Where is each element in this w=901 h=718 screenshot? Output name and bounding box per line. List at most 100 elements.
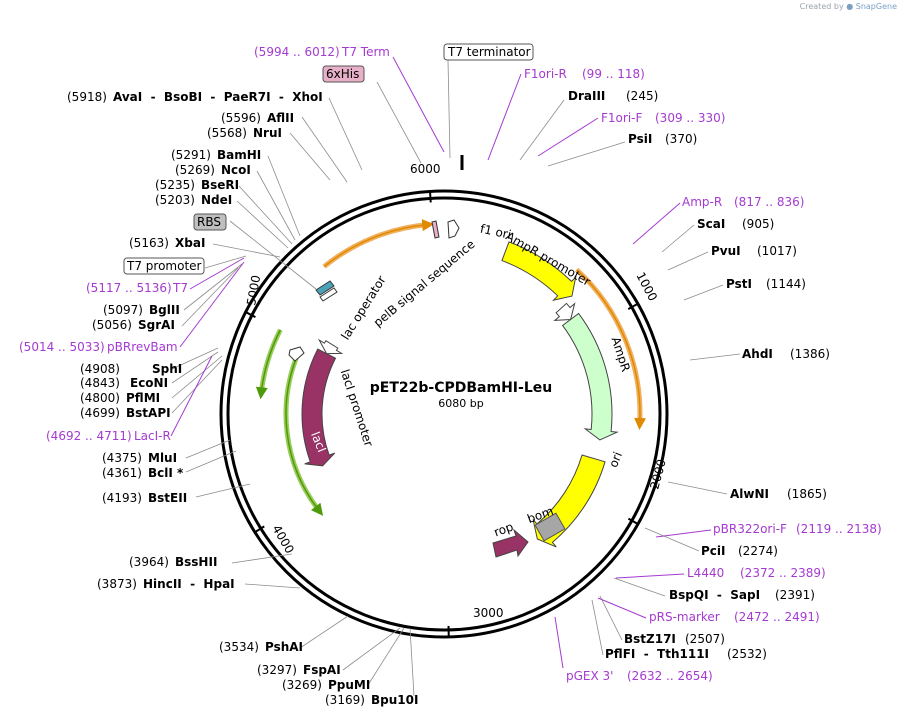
site-pflmi[interactable]: (4800) PflMI xyxy=(80,391,160,405)
site-name: FspAI xyxy=(303,663,341,677)
primer-leader xyxy=(487,73,522,161)
tick-mark xyxy=(627,517,639,525)
primer-t7[interactable]: (5117 .. 5136) T7 xyxy=(86,281,188,295)
site-psti[interactable]: PstI (1144) xyxy=(726,277,806,291)
site-bstapi[interactable]: (4699) BstAPI xyxy=(80,406,171,420)
site-ncoi[interactable]: (5269) NcoI xyxy=(175,163,251,177)
primer-leader xyxy=(554,616,564,669)
primer-l4440[interactable]: L4440 (2372 .. 2389) xyxy=(687,566,826,580)
site-pos: (4800) xyxy=(80,391,120,405)
primer-range: (5994 .. 6012) xyxy=(254,45,340,59)
site-bspqi-sapi[interactable]: BspQI - SapI (2391) xyxy=(669,588,815,602)
site-name: PpuMI xyxy=(328,678,370,692)
site-pshai[interactable]: (3534) PshAI xyxy=(219,640,303,654)
laci-promoter-arrowhead[interactable] xyxy=(288,346,305,362)
primer-amp-r[interactable]: Amp-R (817 .. 836) xyxy=(682,195,804,209)
site-fspai[interactable]: (3297) FspAI xyxy=(257,663,341,677)
site-bsteii[interactable]: (4193) BstEII xyxy=(102,491,187,505)
primer-f1ori-r[interactable]: F1ori-R (99 .. 118) xyxy=(524,67,645,81)
site-name: PciI xyxy=(701,544,726,558)
site-xhoi-group[interactable]: (5918) AvaI - BsoBI - PaeR7I - XhoI xyxy=(67,90,323,104)
site-mlui[interactable]: (4375) MluI xyxy=(102,451,177,465)
site-bglii[interactable]: (5097) BglII xyxy=(103,303,180,317)
site-pos: (4361) xyxy=(102,466,142,480)
site-leader xyxy=(301,116,348,183)
tick-mark xyxy=(245,311,256,318)
laci-feature[interactable] xyxy=(301,348,337,467)
feature-6xhis-label[interactable]: 6xHis xyxy=(322,65,365,83)
site-pos: (3169) xyxy=(325,693,365,707)
primer-prs-marker[interactable]: pRS-marker (2472 .. 2491) xyxy=(649,610,820,624)
site-ahdi[interactable]: AhdI (1386) xyxy=(742,347,830,361)
site-sgrai[interactable]: (5056) SgrAI xyxy=(92,318,175,332)
site-sphi[interactable]: (4908) SphI xyxy=(80,362,182,376)
ampr-promoter-feature[interactable] xyxy=(553,302,576,322)
site-pos: (905) xyxy=(742,217,774,231)
feature-t7-terminator-label[interactable]: T7 terminator xyxy=(443,43,534,61)
orf-arc-top-line xyxy=(323,219,435,268)
ampr-feature[interactable] xyxy=(561,312,619,441)
site-xbai[interactable]: (5163) XbaI xyxy=(129,236,205,250)
site-aflii[interactable]: (5596) AflII xyxy=(221,111,294,125)
rbs-feature[interactable] xyxy=(319,287,338,302)
primer-laci-r[interactable]: (4692 .. 4711) LacI-R xyxy=(46,429,171,443)
site-pos: (4193) xyxy=(102,491,142,505)
site-nrui[interactable]: (5568) NruI xyxy=(207,126,282,140)
site-draiii[interactable]: DraIII (245) xyxy=(568,89,658,103)
plasmid-length: 6080 bp xyxy=(438,397,483,410)
primer-pbrrevbam[interactable]: (5014 .. 5033) pBRrevBam xyxy=(19,340,178,354)
site-pos: (2391) xyxy=(775,588,815,602)
site-leader xyxy=(212,243,281,258)
site-bseri[interactable]: (5235) BseRI xyxy=(155,178,239,192)
site-pvui[interactable]: PvuI (1017) xyxy=(711,244,797,258)
site-leader xyxy=(519,99,565,161)
site-hincii-hpai[interactable]: (3873) HincII - HpaI xyxy=(97,577,235,591)
site-scai[interactable]: ScaI (905) xyxy=(697,217,774,231)
site-econi[interactable]: (4843) EcoNI xyxy=(80,376,168,390)
site-name: BssHII xyxy=(175,555,217,569)
site-name: BstZ17I xyxy=(624,632,676,646)
direction-arcs xyxy=(255,219,647,516)
site-pos: (4908) xyxy=(80,362,120,376)
laci-promoter-feature[interactable] xyxy=(317,338,344,355)
bom-feature[interactable] xyxy=(534,512,566,542)
site-pflfi-tth111i[interactable]: PflFI - Tth111I (2532) xyxy=(605,647,767,661)
site-psii[interactable]: PsiI (370) xyxy=(628,132,697,146)
site-name: BspQI - SapI xyxy=(669,588,760,602)
site-name: ScaI xyxy=(697,217,725,231)
site-leader xyxy=(689,353,741,361)
primer-name: T7 xyxy=(172,281,188,295)
rop-feature[interactable] xyxy=(492,528,529,558)
feature-t7-promoter-label[interactable]: T7 promoter xyxy=(123,257,205,275)
site-bamhi[interactable]: (5291) BamHI xyxy=(171,148,261,162)
site-ppumi[interactable]: (3269) PpuMI xyxy=(282,678,370,692)
lac-operator-feature[interactable] xyxy=(315,280,335,296)
leaders-layer xyxy=(170,56,741,697)
primer-f1ori-f[interactable]: F1ori-F (309 .. 330) xyxy=(601,111,725,125)
site-bstz17i[interactable]: BstZ17I (2507) xyxy=(624,632,725,646)
site-pos: (2507) xyxy=(685,632,725,646)
site-bcli[interactable]: (4361) BclI * xyxy=(102,466,184,480)
site-ndei[interactable]: (5203) NdeI xyxy=(155,193,232,207)
6xhis-feature[interactable] xyxy=(431,220,440,239)
site-bpu10i[interactable]: (3169) Bpu10I xyxy=(325,693,418,707)
t7-terminator-feature[interactable] xyxy=(447,219,460,239)
primer-pbr322ori-f[interactable]: pBR322ori-F (2119 .. 2138) xyxy=(713,522,882,536)
primer-name: F1ori-F xyxy=(601,111,642,125)
site-leader xyxy=(599,595,623,641)
site-alwni[interactable]: AlwNI (1865) xyxy=(730,487,827,501)
site-leader xyxy=(342,627,401,671)
primer-pgex3[interactable]: pGEX 3' (2632 .. 2654) xyxy=(566,669,713,683)
site-name: PstI xyxy=(726,277,752,291)
orf-arc-left-short-line xyxy=(255,329,282,400)
site-pcii[interactable]: PciI (2274) xyxy=(701,544,778,558)
tick-mark xyxy=(627,302,639,311)
tick-label: 1000 xyxy=(633,270,660,304)
site-name: NdeI xyxy=(201,193,232,207)
site-name: NcoI xyxy=(221,163,251,177)
site-besshii[interactable]: (3964) BssHII xyxy=(129,555,217,569)
site-pos: (4375) xyxy=(102,451,142,465)
feature-rbs-label[interactable]: RBS xyxy=(193,213,227,231)
primer-t7-term[interactable]: (5994 .. 6012) T7 Term xyxy=(254,45,390,59)
f1-ori-feature[interactable] xyxy=(501,241,577,301)
